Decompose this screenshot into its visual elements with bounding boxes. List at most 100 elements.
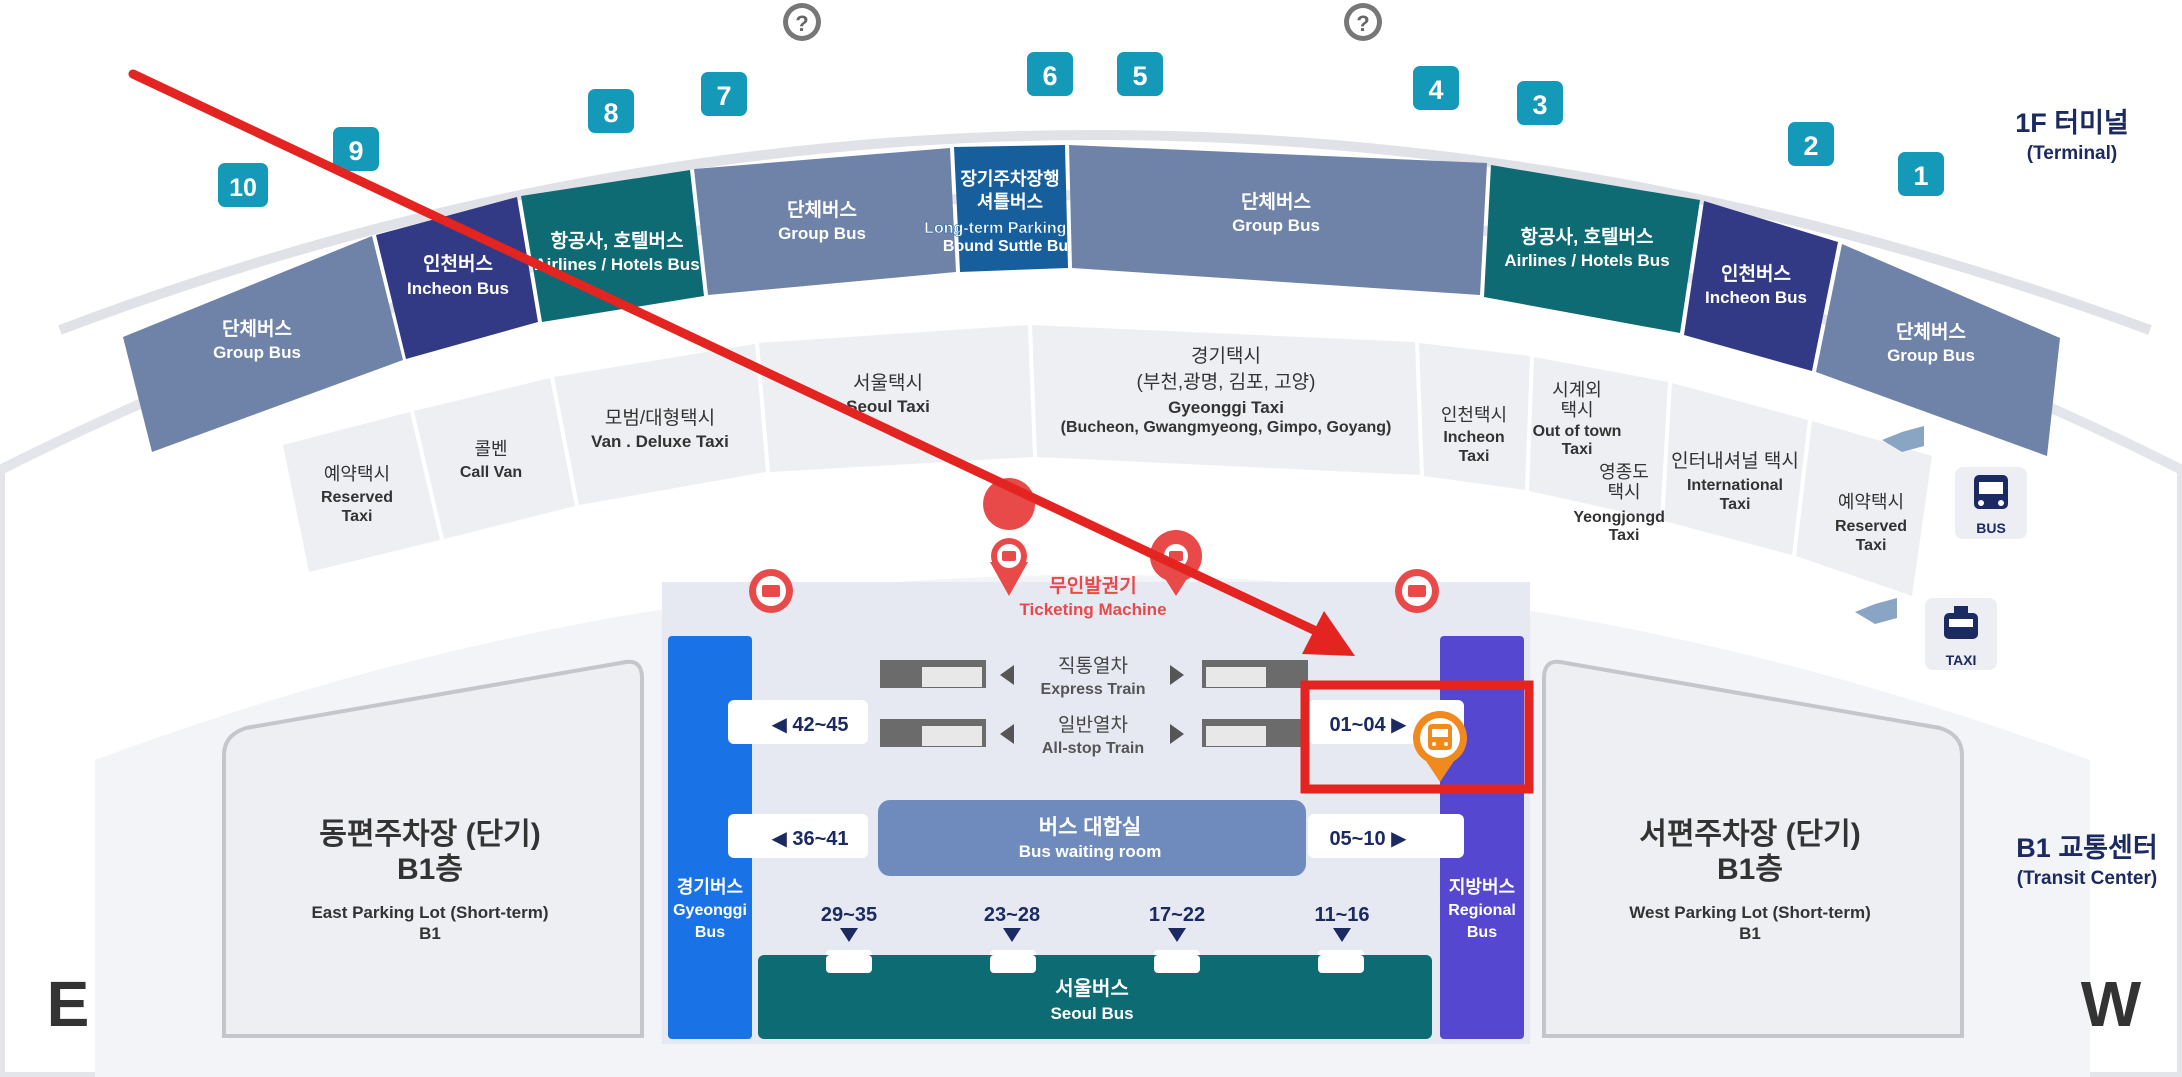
help-icon: ?	[1356, 11, 1369, 36]
svg-text:Airlines / Hotels Bus: Airlines / Hotels Bus	[534, 255, 699, 274]
east-parking-lot[interactable]: 동편주차장 (단기) B1층 East Parking Lot (Short-t…	[222, 659, 644, 1038]
platform-23-28[interactable]: 23~28	[984, 904, 1040, 926]
gate-tag-2[interactable]: 2	[1788, 122, 1834, 166]
bus-zone-incheon-bus-east[interactable]: 인천버스 Incheon Bus	[1684, 201, 1838, 371]
svg-text:지방버스: 지방버스	[1449, 877, 1515, 897]
bus-zone-long-term-shuttle[interactable]: 장기주차장행 셔틀버스 Long-term Parking Lot Bound …	[924, 145, 1097, 272]
ticket-machine-pin-icon[interactable]	[983, 478, 1036, 596]
svg-text:1: 1	[1913, 161, 1928, 191]
svg-text:Reserved: Reserved	[1835, 518, 1907, 535]
bus-side-badge[interactable]: BUS	[1955, 467, 2027, 539]
svg-text:Airlines / Hotels Bus: Airlines / Hotels Bus	[1504, 251, 1669, 270]
taxi-zone-call-van[interactable]: 콜벤 Call Van	[414, 378, 575, 539]
bus-stop-pin-icon[interactable]	[1413, 711, 1467, 782]
svg-text:TAXI: TAXI	[1946, 652, 1977, 668]
svg-text:예약택시: 예약택시	[324, 464, 390, 484]
svg-text:인터내셔널 택시: 인터내셔널 택시	[1671, 450, 1799, 472]
train-express[interactable]: 직통열차 Express Train	[880, 655, 1308, 698]
svg-text:단체버스: 단체버스	[1241, 191, 1311, 213]
svg-text:Incheon: Incheon	[1443, 429, 1504, 446]
svg-text:Group Bus: Group Bus	[1887, 346, 1975, 365]
help-icon-right[interactable]: ?	[1344, 3, 1382, 41]
platform-05-10[interactable]: 05~10 ▶	[1329, 828, 1407, 850]
svg-text:Taxi: Taxi	[1609, 527, 1640, 544]
svg-text:BUS: BUS	[1976, 520, 2006, 536]
bus-zone-group-bus-east[interactable]: 단체버스 Group Bus	[1816, 244, 2060, 456]
ticket-machine-icon[interactable]	[1395, 569, 1439, 613]
bus-zone-group-bus-center-left[interactable]: 단체버스 Group Bus	[694, 148, 956, 295]
taxi-zone-incheon[interactable]: 인천택시 Incheon Taxi	[1419, 343, 1530, 490]
ticketing-machine-label: 무인발권기	[1049, 575, 1136, 597]
svg-text:Bus: Bus	[695, 924, 725, 941]
gate-tag-5[interactable]: 5	[1117, 52, 1163, 96]
svg-text:항공사, 호텔버스: 항공사, 호텔버스	[551, 230, 684, 252]
svg-text:모범/대형택시: 모범/대형택시	[605, 407, 715, 429]
svg-text:Taxi: Taxi	[342, 508, 373, 525]
bus-zone-group-bus-center-right[interactable]: 단체버스 Group Bus	[1069, 145, 1487, 295]
svg-text:Taxi: Taxi	[1459, 448, 1490, 465]
svg-text:택시: 택시	[1607, 482, 1640, 502]
svg-text:경기택시: 경기택시	[1191, 345, 1261, 367]
annotation-arrow	[128, 69, 1355, 656]
svg-text:장기주차장행: 장기주차장행	[960, 169, 1059, 189]
platform-01-04[interactable]: 01~04 ▶	[1329, 714, 1407, 736]
platform-29-35[interactable]: 29~35	[821, 904, 877, 926]
taxi-zone-reserved-east[interactable]: 예약택시 Reserved Taxi	[1796, 421, 1932, 596]
bus-zones: 단체버스 Group Bus 인천버스 Incheon Bus 항공사, 호텔버…	[123, 145, 2060, 456]
svg-text:셔틀버스: 셔틀버스	[977, 192, 1043, 212]
help-icon-left[interactable]: ?	[783, 3, 821, 41]
svg-text:택시: 택시	[1560, 400, 1593, 420]
bus-zone-airlines-hotels-west[interactable]: 항공사, 호텔버스 Airlines / Hotels Bus	[521, 170, 704, 322]
gate-tag-1[interactable]: 1	[1898, 152, 1944, 196]
seoul-bus-zone[interactable]: 서울버스 Seoul Bus	[758, 950, 1432, 1039]
taxi-zone-out-of-town[interactable]: 시계외 택시 Out of town Taxi 영종도 택시 Yeongjong…	[1529, 357, 1675, 544]
gate-tag-10[interactable]: 10	[218, 163, 268, 207]
svg-text:Gyeonggi: Gyeonggi	[673, 902, 747, 919]
compass-east: E	[47, 968, 90, 1040]
taxi-zone-international[interactable]: 인터내셔널 택시 International Taxi	[1664, 383, 1808, 555]
chevron-down-icon	[1003, 928, 1021, 942]
svg-text:Seoul Bus: Seoul Bus	[1050, 1004, 1133, 1023]
svg-text:6: 6	[1042, 61, 1057, 91]
bus-zone-group-bus-west[interactable]: 단체버스 Group Bus	[123, 236, 403, 452]
transit-center-label: B1 교통센터	[2016, 833, 2157, 863]
svg-text:Taxi: Taxi	[1856, 537, 1887, 554]
west-parking-lot[interactable]: 서편주차장 (단기) B1층 West Parking Lot (Short-t…	[1542, 659, 1964, 1038]
svg-text:Group Bus: Group Bus	[778, 224, 866, 243]
svg-text:East Parking Lot (Short-term): East Parking Lot (Short-term)	[311, 903, 548, 922]
gate-tag-4[interactable]: 4	[1413, 66, 1459, 110]
svg-text:Regional: Regional	[1448, 902, 1516, 919]
bus-waiting-room[interactable]: 버스 대합실 Bus waiting room	[878, 800, 1306, 876]
svg-text:항공사, 호텔버스: 항공사, 호텔버스	[1521, 226, 1654, 248]
taxi-zone-gyeonggi[interactable]: 경기택시 (부천,광명, 김포, 고양) Gyeonggi Taxi (Buch…	[1032, 325, 1420, 475]
bus-zone-airlines-hotels-east[interactable]: 항공사, 호텔버스 Airlines / Hotels Bus	[1484, 165, 1700, 333]
svg-text:2: 2	[1803, 131, 1818, 161]
platform-36-41[interactable]: ◀ 36~41	[771, 828, 848, 850]
svg-text:Reserved: Reserved	[321, 489, 393, 506]
taxi-zone-van-deluxe[interactable]: 모범/대형택시 Van . Deluxe Taxi	[554, 344, 766, 505]
train-all-stop[interactable]: 일반열차 All-stop Train	[880, 714, 1308, 757]
svg-text:일반열차: 일반열차	[1058, 714, 1128, 736]
taxi-zone-reserved-west[interactable]: 예약택시 Reserved Taxi	[283, 412, 440, 572]
gate-tag-6[interactable]: 6	[1027, 52, 1073, 96]
gate-tags: 1 2 3 4 5 6 7 8 9 10	[218, 52, 1944, 207]
bus-zone-incheon-bus-west[interactable]: 인천버스 Incheon Bus	[376, 197, 538, 359]
gate-tag-9[interactable]: 9	[333, 127, 379, 171]
ticket-machine-icon[interactable]	[749, 569, 793, 613]
platform-11-16[interactable]: 11~16	[1314, 904, 1369, 926]
gate-tag-8[interactable]: 8	[588, 89, 634, 133]
ticketing-machine-label-en: Ticketing Machine	[1019, 600, 1166, 619]
taxi-side-badge[interactable]: TAXI	[1925, 598, 1997, 670]
svg-text:경기버스: 경기버스	[677, 877, 743, 897]
help-icon: ?	[795, 11, 808, 36]
svg-text:인천택시: 인천택시	[1441, 405, 1507, 425]
compass-west: W	[2081, 968, 2142, 1040]
platform-17-22[interactable]: 17~22	[1149, 904, 1205, 926]
taxi-zone-seoul[interactable]: 서울택시 Seoul Taxi	[759, 325, 1033, 472]
svg-text:단체버스: 단체버스	[1896, 321, 1966, 343]
gate-tag-7[interactable]: 7	[701, 72, 747, 116]
bottom-platforms: 29~35 23~28 17~22 11~16	[821, 904, 1370, 942]
platform-42-45[interactable]: ◀ 42~45	[771, 714, 848, 736]
gate-tag-3[interactable]: 3	[1517, 81, 1563, 125]
svg-text:5: 5	[1132, 61, 1147, 91]
